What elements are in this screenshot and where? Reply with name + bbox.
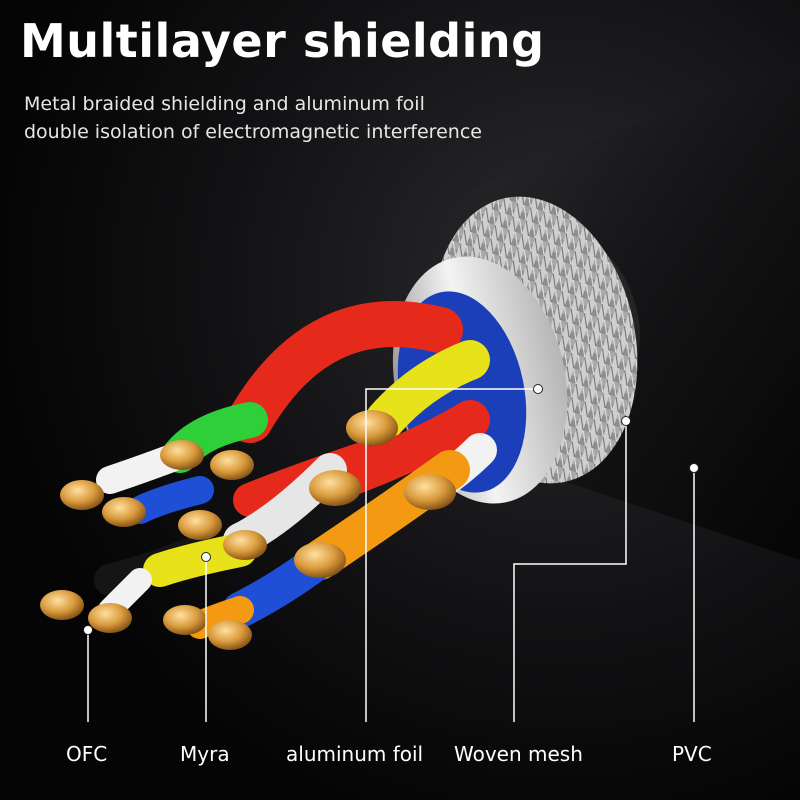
callout-dots [83, 384, 699, 635]
callout-dot-woven-mesh [621, 416, 631, 426]
callout-dot-pvc [689, 463, 699, 473]
callout-lines [87, 388, 695, 722]
label-woven-mesh: Woven mesh [454, 742, 583, 766]
subtitle: Metal braided shielding and aluminum foi… [24, 90, 482, 146]
label-myra: Myra [180, 742, 230, 766]
pvc-jacket [470, 60, 800, 560]
label-pvc: PVC [672, 742, 712, 766]
callout-dot-myra [201, 552, 211, 562]
callout-dot-ofc [83, 625, 93, 635]
callout-dot-aluminum-foil [533, 384, 543, 394]
page-title: Multilayer shielding [20, 14, 545, 68]
label-aluminum-foil: aluminum foil [286, 742, 424, 766]
callout-line-aluminum-foil [365, 388, 538, 722]
callout-line-woven-mesh [513, 421, 627, 722]
subtitle-line-1: Metal braided shielding and aluminum foi… [24, 93, 425, 115]
label-ofc: OFC [66, 742, 108, 766]
copper-strands [40, 410, 456, 650]
subtitle-line-2: double isolation of electromagnetic inte… [24, 121, 482, 143]
